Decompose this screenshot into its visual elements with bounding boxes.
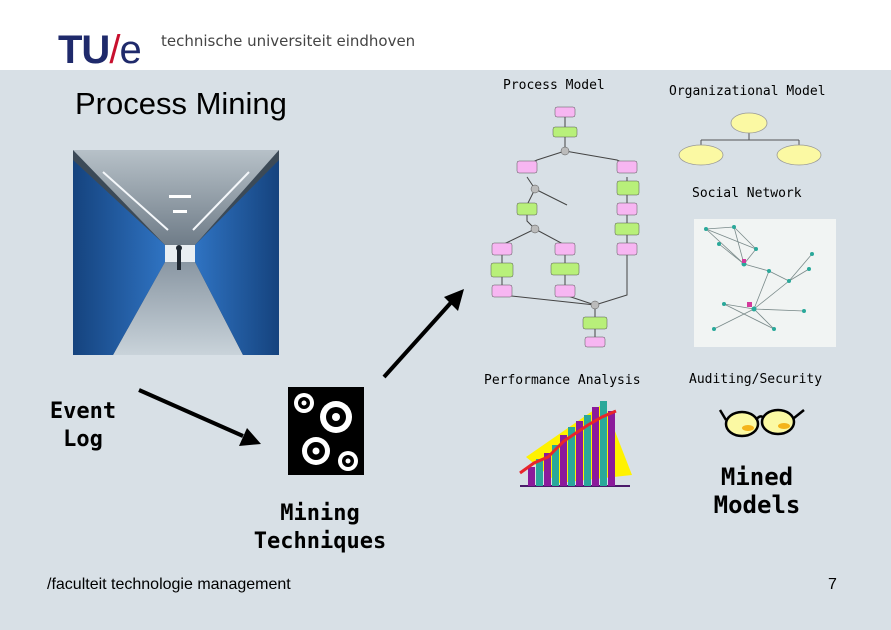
page-number: 7 xyxy=(828,576,837,593)
footer-text: /faculteit technologie management xyxy=(47,576,291,593)
arrow-to-mining xyxy=(138,388,261,446)
glasses-icon xyxy=(718,408,805,438)
mined-models-line2: Models xyxy=(713,491,801,519)
header-bar xyxy=(0,0,891,70)
server-room-photo xyxy=(73,150,279,355)
arrow-to-models xyxy=(382,289,464,379)
gears-icon xyxy=(288,387,364,475)
mining-techniques-label: Mining Techniques xyxy=(240,500,400,556)
performance-analysis-label: Performance Analysis xyxy=(484,373,641,388)
slide-title: Process Mining xyxy=(75,86,287,121)
mining-techniques-line1: Mining xyxy=(280,501,360,526)
event-log-line1: Event xyxy=(49,399,117,424)
process-model-label: Process Model xyxy=(503,78,605,93)
logo-slash: / xyxy=(109,28,120,72)
mined-models-line1: Mined xyxy=(720,463,794,491)
mining-techniques-line2: Techniques xyxy=(253,529,387,554)
tue-logo: TU/e xyxy=(58,28,142,72)
event-log-line2: Log xyxy=(63,427,103,452)
logo-tu: TU xyxy=(58,28,110,72)
process-model-diagram xyxy=(490,106,640,348)
organizational-model-label: Organizational Model xyxy=(669,84,826,99)
mined-models-label: Mined Models xyxy=(697,463,817,519)
organizational-model-diagram xyxy=(678,112,822,166)
logo-e: e xyxy=(119,28,141,72)
event-log-label: Event Log xyxy=(38,398,128,454)
auditing-security-label: Auditing/Security xyxy=(689,372,823,387)
university-name: technische universiteit eindhoven xyxy=(161,32,416,50)
performance-chart-icon xyxy=(519,401,632,487)
social-network-label: Social Network xyxy=(692,186,802,201)
social-network-diagram xyxy=(694,219,836,347)
